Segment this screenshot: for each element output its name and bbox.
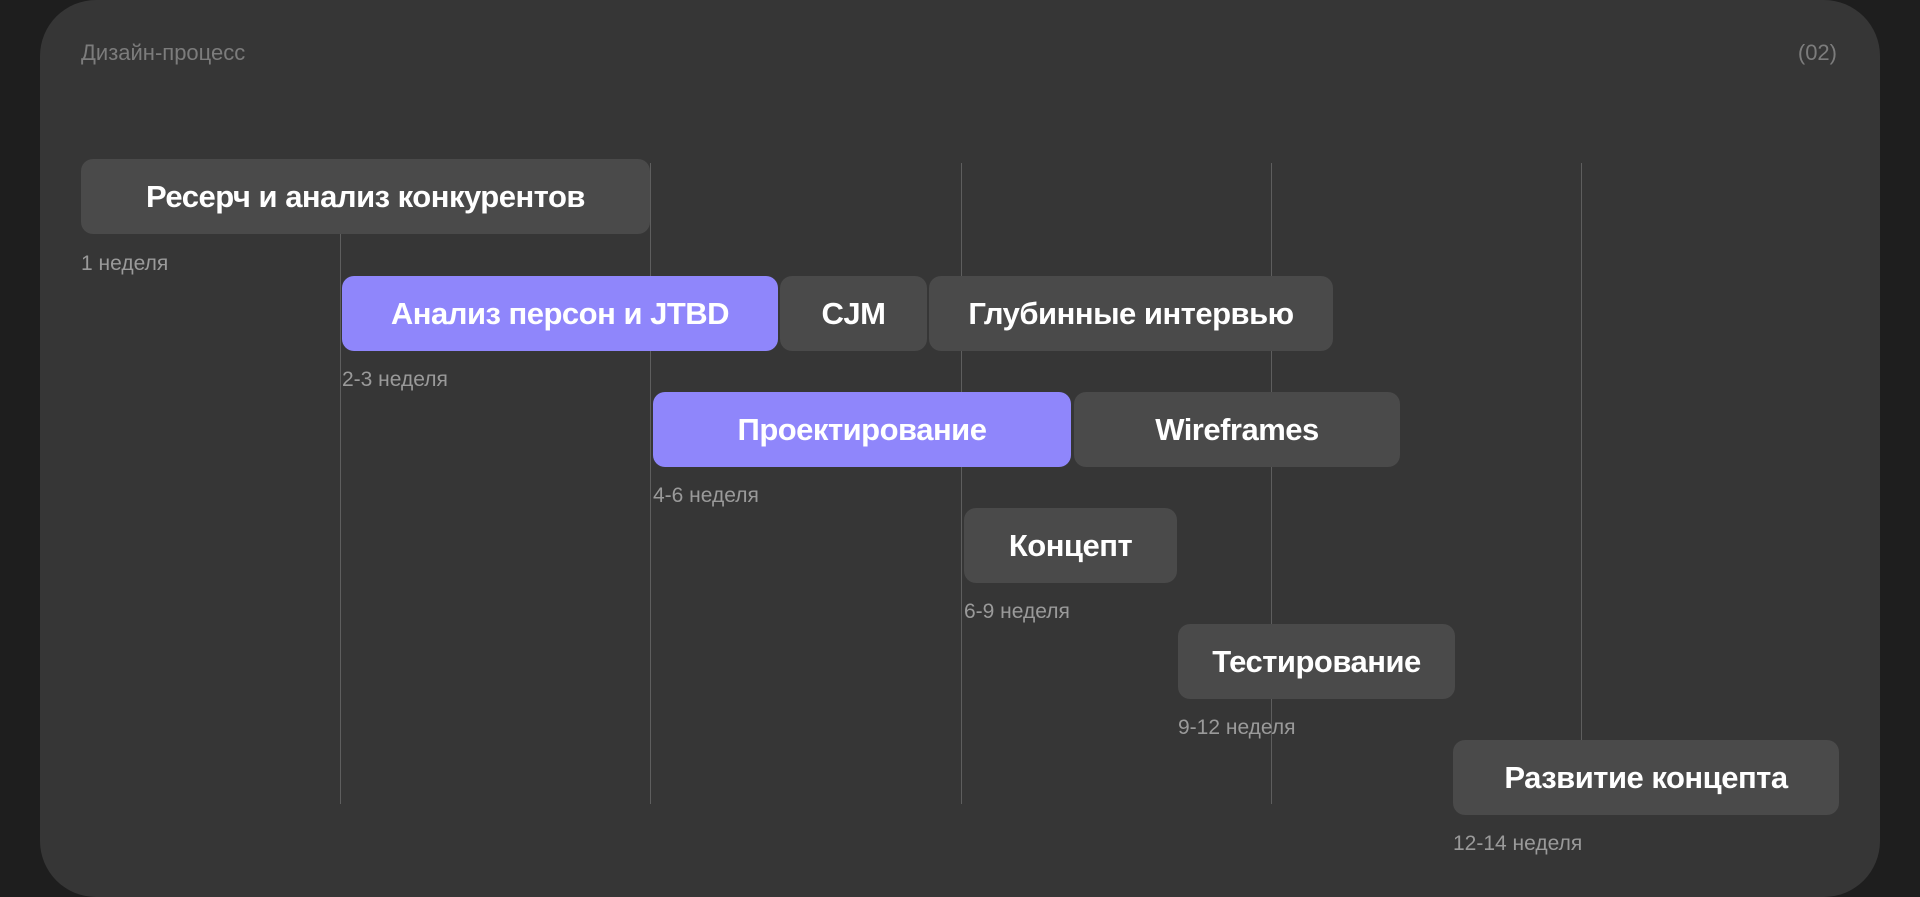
duration-label: 9-12 неделя xyxy=(1178,716,1296,739)
grid-line xyxy=(650,163,651,804)
stage-persona-jtbd: Анализ персон и JTBD xyxy=(342,276,778,351)
grid-line xyxy=(961,163,962,804)
duration-label: 12-14 неделя xyxy=(1453,832,1583,855)
section-title: Дизайн-процесс xyxy=(81,40,246,65)
stage-concept: Концепт xyxy=(964,508,1177,583)
stage-design: Проектирование xyxy=(653,392,1071,467)
duration-label: 6-9 неделя xyxy=(964,600,1070,623)
grid-line xyxy=(1271,163,1272,804)
section-number: (02) xyxy=(1797,40,1837,65)
stage-cjm: CJM xyxy=(780,276,927,351)
stage-interviews: Глубинные интервью xyxy=(929,276,1333,351)
stage-concept-development: Развитие концепта xyxy=(1453,740,1839,815)
duration-label: 2-3 неделя xyxy=(342,368,448,391)
duration-label: 1 неделя xyxy=(81,252,169,275)
stage-research: Ресерч и анализ конкурентов xyxy=(81,159,650,234)
stage-testing: Тестирование xyxy=(1178,624,1455,699)
duration-label: 4-6 неделя xyxy=(653,484,759,507)
stage-wireframes: Wireframes xyxy=(1074,392,1400,467)
grid-line xyxy=(340,163,341,804)
grid-line xyxy=(1581,163,1582,804)
